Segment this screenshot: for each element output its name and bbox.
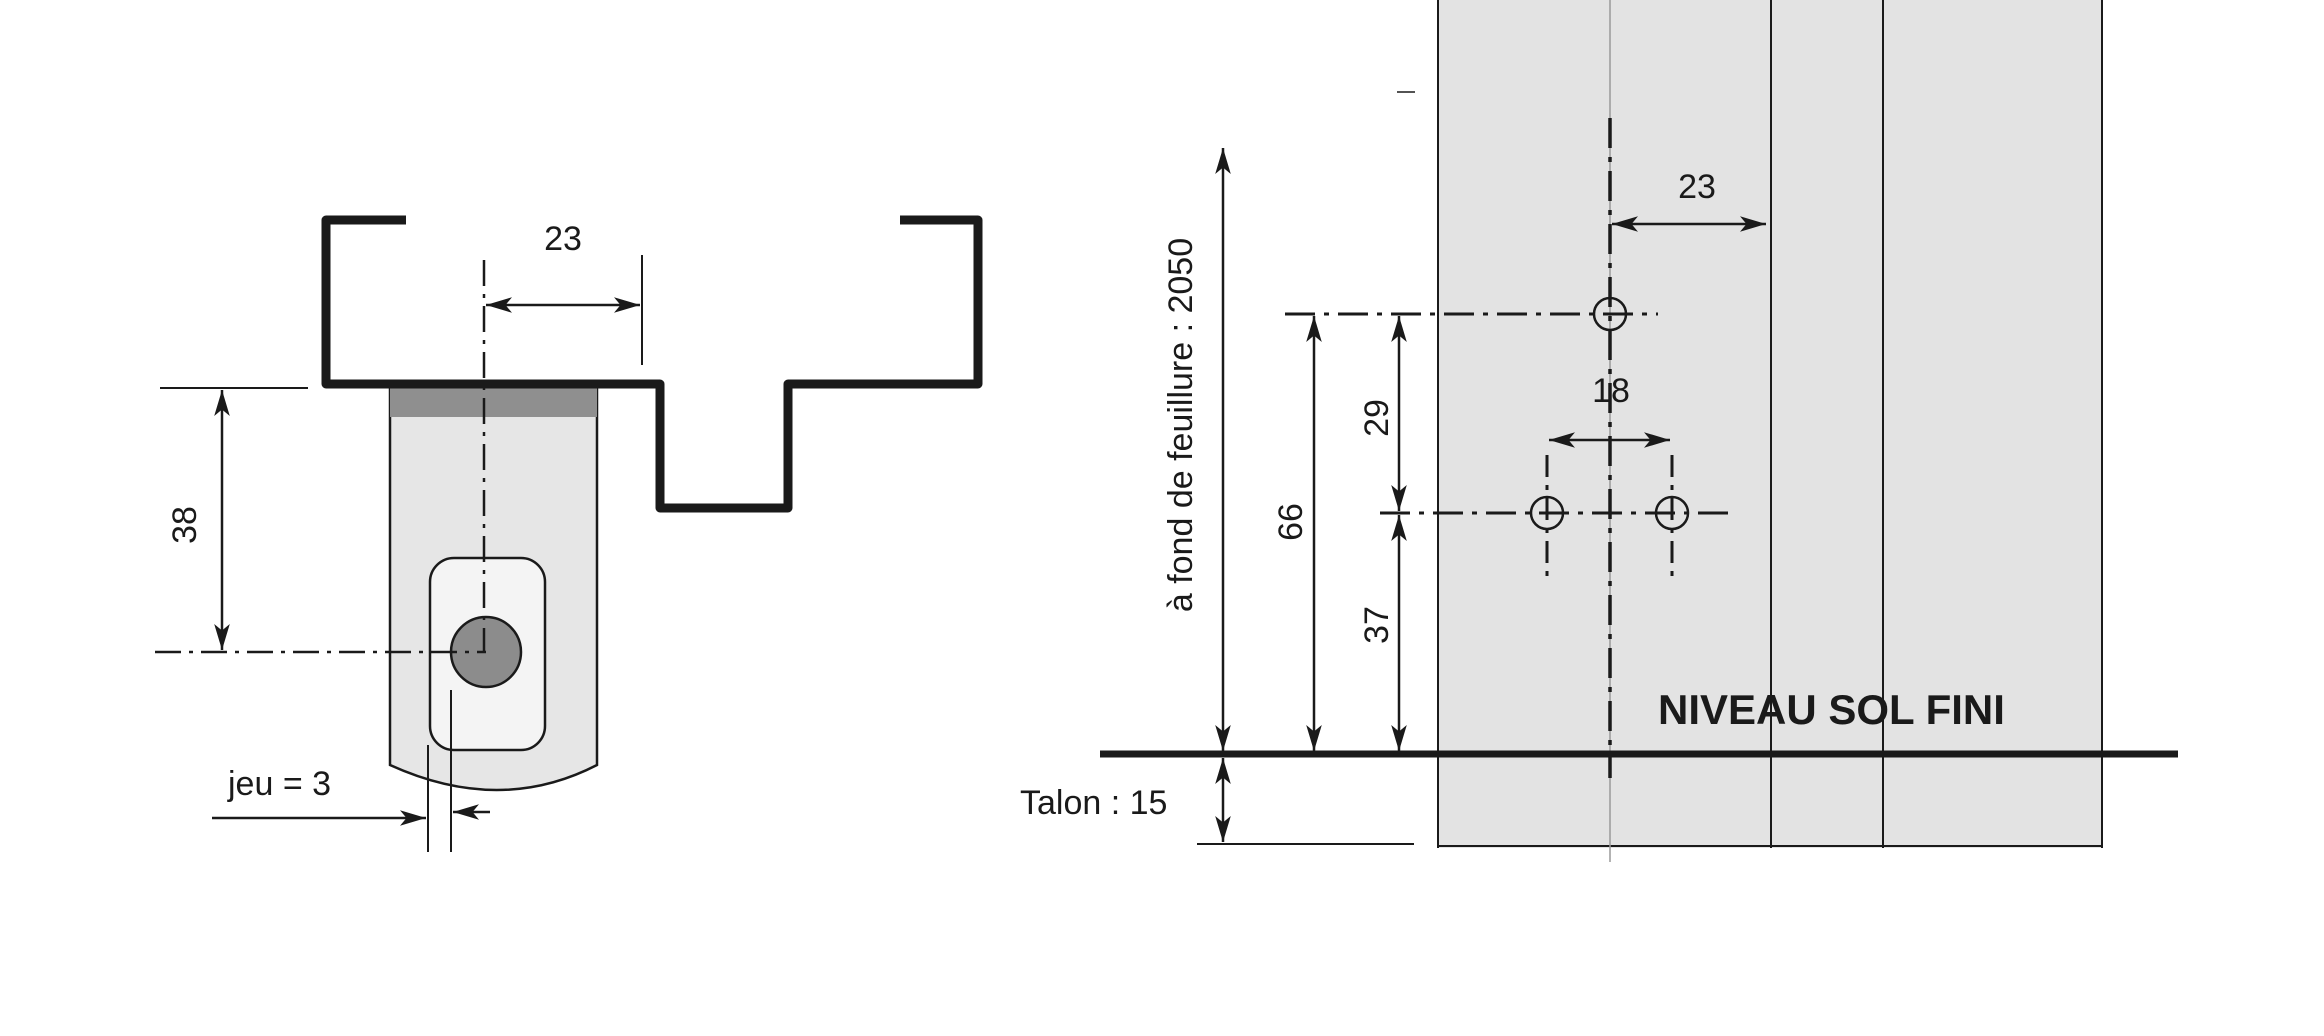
dim-label-heel: Talon : 15 [1020, 784, 1167, 822]
dim-label-18: 18 [1592, 372, 1630, 410]
dim-label-play: jeu = 3 [227, 765, 331, 803]
frame-profile [321, 215, 983, 513]
lower-hole-left [1529, 495, 1565, 531]
right-elevation-view: NIVEAU SOL FINI 23 18 29 37 66 à fond de… [1020, 0, 2178, 862]
lower-hole-right [1654, 495, 1690, 531]
dim-label-29: 29 [1358, 399, 1396, 437]
left-hinge-view: 23 38 jeu = 3 [155, 215, 983, 852]
dim-label-38: 38 [166, 506, 204, 544]
door-panel-right [1771, 0, 2102, 848]
dim-label-66: 66 [1272, 503, 1310, 541]
hinge-plate-band [390, 385, 597, 417]
dim-label-23-right: 23 [1678, 168, 1716, 206]
upper-hole [1592, 296, 1628, 332]
dim-label-37: 37 [1358, 606, 1396, 644]
floor-level-label: NIVEAU SOL FINI [1658, 686, 2005, 733]
door-panel-left [1438, 0, 1771, 848]
dim-label-23-left: 23 [544, 220, 582, 258]
dim-label-rebate: à fond de feuillure : 2050 [1162, 238, 1200, 612]
